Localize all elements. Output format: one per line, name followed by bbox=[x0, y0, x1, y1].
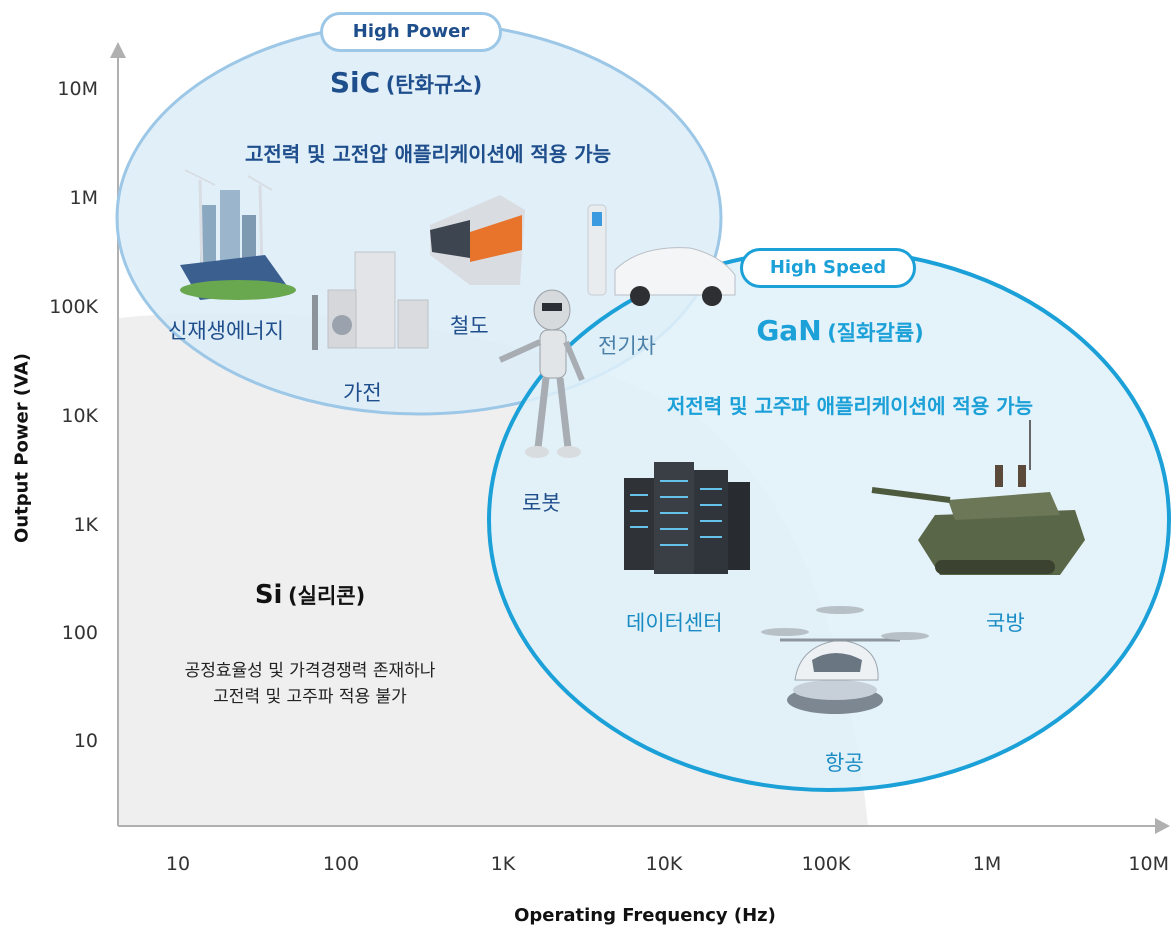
gan-badge: High Speed bbox=[740, 248, 916, 288]
si-description-line1: 공정효율성 및 가격경쟁력 존재하나 bbox=[184, 661, 436, 681]
gan-description: 저전력 및 고주파 애플리케이션에 적용 가능 bbox=[666, 394, 1033, 418]
robot-icon bbox=[498, 289, 585, 458]
sic-badge: High Power bbox=[320, 12, 502, 52]
ev-charger-icon bbox=[587, 204, 736, 306]
y-tick-label: 100K bbox=[49, 296, 98, 318]
gan-app-label: 로봇 bbox=[522, 491, 561, 515]
sic-app-label: 가전 bbox=[343, 381, 382, 405]
si-title: Si (실리콘) bbox=[180, 580, 440, 610]
x-tick-label: 10M bbox=[1128, 853, 1169, 875]
sic-description: 고전력 및 고전압 애플리케이션에 적용 가능 bbox=[244, 142, 611, 166]
si-title-main: Si bbox=[254, 580, 283, 610]
y-tick-label: 1K bbox=[73, 514, 98, 536]
y-tick-label: 1M bbox=[69, 187, 98, 209]
x-tick-label: 1M bbox=[972, 853, 1002, 875]
y-tick-label: 100 bbox=[61, 622, 98, 644]
sic-app-label: 전기차 bbox=[598, 334, 656, 358]
sic-title-kr: (탄화규소) bbox=[385, 73, 483, 97]
sic-title-main: SiC bbox=[329, 66, 381, 99]
drone-taxi-icon bbox=[761, 606, 929, 714]
y-axis-title: Output Power (VA) bbox=[11, 353, 33, 543]
x-axis-title: Operating Frequency (Hz) bbox=[514, 905, 776, 926]
y-tick-label: 10M bbox=[57, 78, 98, 100]
tank-icon bbox=[871, 420, 1085, 575]
gan-title-kr: (질화갈륨) bbox=[827, 321, 924, 345]
train-icon bbox=[430, 195, 525, 285]
y-tick-label: 10K bbox=[61, 405, 98, 427]
x-tick-label: 1K bbox=[490, 853, 516, 875]
si-title-kr: (실리콘) bbox=[288, 584, 366, 608]
x-tick-label: 10K bbox=[645, 853, 683, 875]
gan-title: GaN (질화갈륨) bbox=[640, 314, 1040, 347]
axes bbox=[110, 42, 1170, 834]
x-tick-label: 100K bbox=[801, 853, 851, 875]
si-description-line2: 고전력 및 고주파 적용 불가 bbox=[213, 687, 407, 707]
gan-title-main: GaN bbox=[756, 314, 822, 347]
wind-solar-icon bbox=[180, 169, 296, 300]
sic-app-label: 철도 bbox=[450, 314, 489, 338]
sic-title: SiC (탄화규소) bbox=[0, 66, 812, 99]
server-rack-icon bbox=[624, 462, 750, 574]
sic-app-label: 신재생에너지 bbox=[168, 319, 284, 343]
appliances-icon bbox=[312, 251, 429, 350]
y-tick-label: 10 bbox=[73, 730, 98, 752]
gan-app-label: 국방 bbox=[986, 611, 1025, 635]
x-tick-label: 100 bbox=[322, 853, 360, 875]
gan-app-label: 데이터센터 bbox=[626, 611, 723, 635]
gan-app-label: 항공 bbox=[825, 751, 864, 775]
x-tick-label: 10 bbox=[165, 853, 191, 875]
